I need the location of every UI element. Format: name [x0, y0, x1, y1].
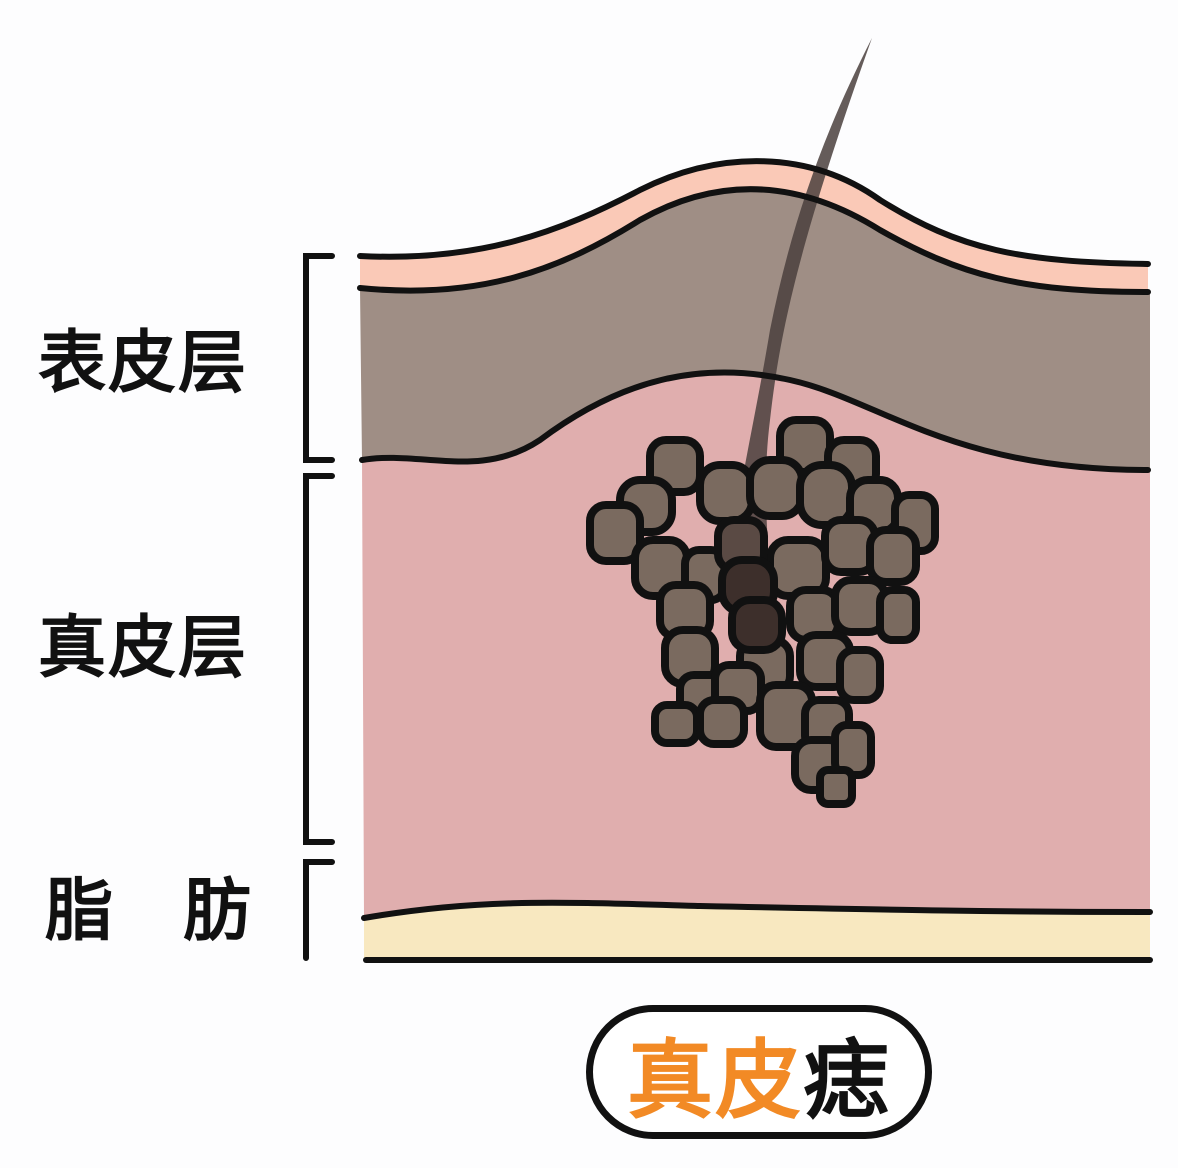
fat-label: 脂肪 [45, 878, 251, 946]
layer-brackets [303, 253, 335, 961]
fat-label-char-2: 肪 [183, 872, 252, 951]
layer-outlines [357, 158, 1153, 963]
epidermis-bracket [303, 253, 335, 463]
dermis-label: 真皮层 [38, 609, 249, 688]
fat-label-char-1: 脂 [45, 872, 114, 951]
skin-surface-layer [360, 161, 1148, 292]
title-highlight: 真皮 [627, 1030, 803, 1131]
epidermis-layer [360, 189, 1150, 470]
fat-bracket [303, 859, 335, 961]
fat-layer [364, 902, 1150, 960]
nevus-cluster [586, 416, 939, 808]
title-badge: 真皮痣 [586, 1005, 932, 1139]
title-rest: 痣 [803, 1030, 891, 1131]
epidermis-label: 表皮层 [38, 324, 249, 403]
dermis-bracket [303, 473, 335, 845]
